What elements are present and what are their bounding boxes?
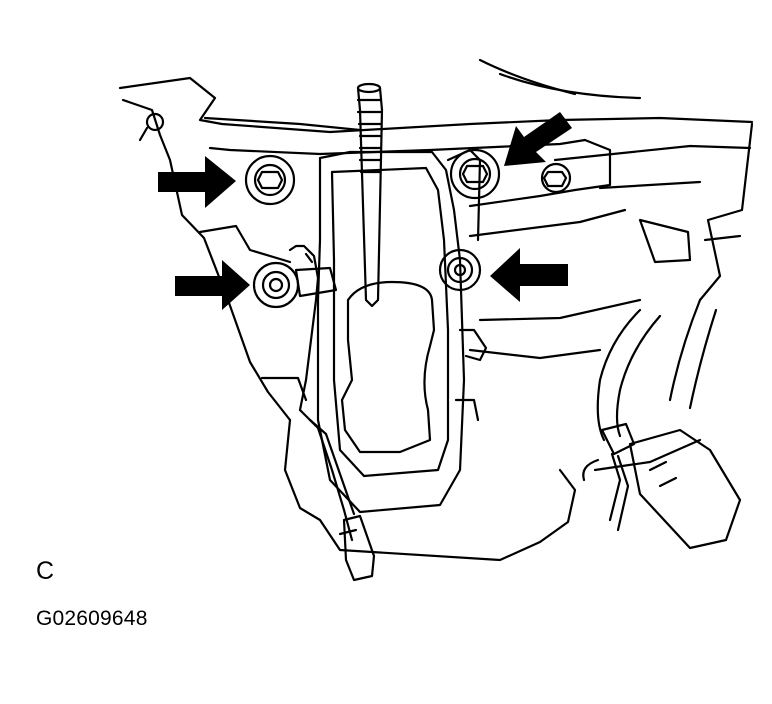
lever-bracket xyxy=(316,148,488,514)
transmission-housing xyxy=(118,58,754,562)
bolt-far-right xyxy=(540,162,572,194)
mounting-bolts xyxy=(138,112,572,309)
arrow-upper-left xyxy=(158,156,236,208)
arrow-upper-right xyxy=(504,112,572,166)
arrow-lower-left xyxy=(175,260,250,310)
callout-arrows xyxy=(158,112,572,310)
bolt-upper-left xyxy=(244,154,296,206)
figure-code: G02609648 xyxy=(36,607,148,630)
arrow-lower-right xyxy=(490,248,568,302)
bolt-lower-right xyxy=(438,248,482,292)
shift-lever xyxy=(356,82,384,308)
wire-harness xyxy=(582,298,742,550)
view-label: C xyxy=(36,557,55,585)
bolt-top-left-small xyxy=(138,112,165,142)
bolt-lower-left xyxy=(252,261,300,309)
shift-cable xyxy=(288,244,376,582)
bolt-upper-right xyxy=(449,148,501,200)
